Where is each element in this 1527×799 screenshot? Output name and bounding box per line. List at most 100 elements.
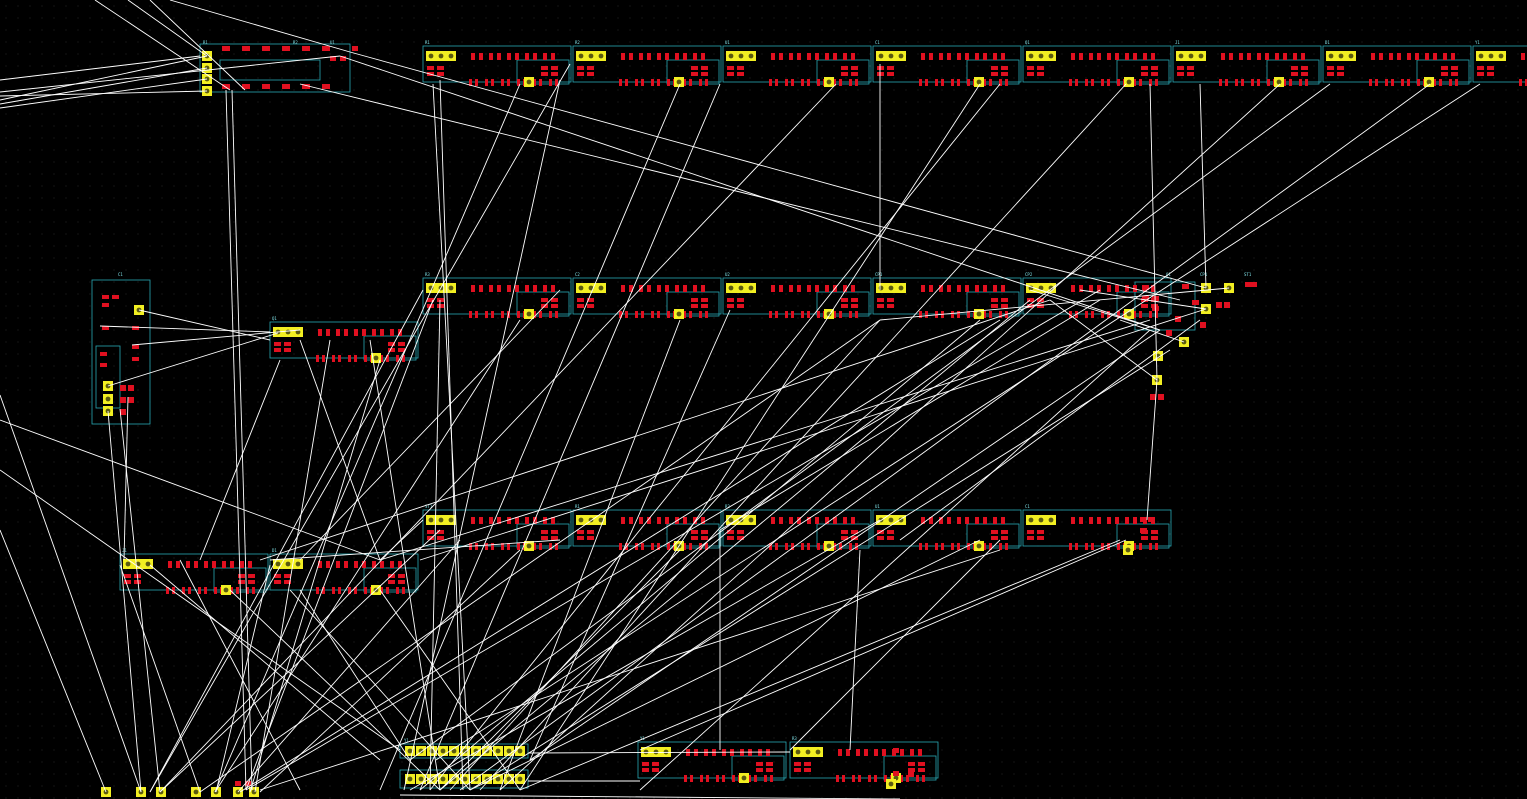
smd-pad[interactable] xyxy=(789,285,793,292)
smd-pad[interactable] xyxy=(240,561,244,568)
smd-pad[interactable] xyxy=(1079,53,1083,60)
smd-pad[interactable] xyxy=(1079,285,1083,292)
smd-pad[interactable] xyxy=(471,285,475,292)
smd-pad[interactable] xyxy=(1371,53,1375,60)
smd-pad[interactable] xyxy=(868,775,871,782)
smd-pad[interactable] xyxy=(1115,285,1119,292)
smd-pad[interactable] xyxy=(882,749,886,756)
smd-pad[interactable] xyxy=(983,543,986,550)
smd-pad[interactable] xyxy=(855,79,858,86)
smd-pad[interactable] xyxy=(887,72,894,76)
smd-pad[interactable] xyxy=(322,46,330,51)
smd-pad[interactable] xyxy=(983,517,987,524)
smd-pad[interactable] xyxy=(1451,53,1455,60)
smd-pad[interactable] xyxy=(120,397,126,403)
smd-pad[interactable] xyxy=(539,79,542,86)
smd-pad[interactable] xyxy=(1229,53,1233,60)
smd-pad[interactable] xyxy=(364,355,367,362)
smd-pad[interactable] xyxy=(842,775,845,782)
smd-pad[interactable] xyxy=(348,355,351,362)
smd-pad[interactable] xyxy=(665,285,669,292)
smd-pad[interactable] xyxy=(791,311,794,318)
smd-pad[interactable] xyxy=(222,561,226,568)
smd-pad[interactable] xyxy=(619,543,622,550)
smd-pad[interactable] xyxy=(1487,72,1494,76)
smd-pad[interactable] xyxy=(737,304,744,308)
smd-pad[interactable] xyxy=(748,775,751,782)
smd-pad[interactable] xyxy=(1149,79,1152,86)
smd-pad[interactable] xyxy=(1133,517,1137,524)
smd-pad[interactable] xyxy=(770,775,773,782)
smd-pad[interactable] xyxy=(577,304,584,308)
smd-pad[interactable] xyxy=(849,79,852,86)
smd-pad[interactable] xyxy=(194,561,198,568)
smd-pad[interactable] xyxy=(479,53,483,60)
smd-pad[interactable] xyxy=(935,543,938,550)
smd-pad[interactable] xyxy=(475,311,478,318)
smd-pad[interactable] xyxy=(642,762,649,766)
smd-pad[interactable] xyxy=(120,385,126,391)
smd-pad[interactable] xyxy=(825,53,829,60)
smd-pad[interactable] xyxy=(657,311,660,318)
smd-pad[interactable] xyxy=(100,352,107,356)
smd-pad[interactable] xyxy=(639,517,643,524)
smd-pad[interactable] xyxy=(843,517,847,524)
smd-pad[interactable] xyxy=(916,775,919,782)
smd-pad[interactable] xyxy=(785,79,788,86)
smd-pad[interactable] xyxy=(1139,543,1142,550)
smd-pad[interactable] xyxy=(791,79,794,86)
smd-pad[interactable] xyxy=(877,536,884,540)
smd-pad[interactable] xyxy=(851,530,858,534)
smd-pad[interactable] xyxy=(651,79,654,86)
smd-pad[interactable] xyxy=(497,285,501,292)
smd-pad[interactable] xyxy=(807,53,811,60)
smd-pad[interactable] xyxy=(807,285,811,292)
smd-pad[interactable] xyxy=(577,66,584,70)
smd-pad[interactable] xyxy=(797,53,801,60)
smd-pad[interactable] xyxy=(1158,394,1164,400)
smd-pad[interactable] xyxy=(683,543,686,550)
smd-pad[interactable] xyxy=(354,329,358,336)
smd-pad[interactable] xyxy=(587,536,594,540)
smd-pad[interactable] xyxy=(675,53,679,60)
smd-pad[interactable] xyxy=(833,517,837,524)
smd-pad[interactable] xyxy=(1141,304,1148,308)
smd-pad[interactable] xyxy=(1391,79,1394,86)
smd-pad[interactable] xyxy=(1071,517,1075,524)
smd-pad[interactable] xyxy=(204,561,208,568)
smd-pad[interactable] xyxy=(699,311,702,318)
smd-pad[interactable] xyxy=(1037,530,1044,534)
smd-pad[interactable] xyxy=(1097,517,1101,524)
smd-pad[interactable] xyxy=(551,304,558,308)
smd-pad[interactable] xyxy=(248,561,252,568)
smd-pad[interactable] xyxy=(706,775,709,782)
smd-pad[interactable] xyxy=(427,298,434,302)
smd-pad[interactable] xyxy=(517,543,520,550)
smd-pad[interactable] xyxy=(737,72,744,76)
smd-pad[interactable] xyxy=(991,72,998,76)
smd-pad[interactable] xyxy=(754,775,757,782)
smd-pad[interactable] xyxy=(1151,72,1158,76)
smd-pad[interactable] xyxy=(951,79,954,86)
smd-pad[interactable] xyxy=(489,517,493,524)
smd-pad[interactable] xyxy=(525,53,529,60)
smd-pad[interactable] xyxy=(587,72,594,76)
smd-pad[interactable] xyxy=(1125,53,1129,60)
smd-pad[interactable] xyxy=(989,543,992,550)
smd-pad[interactable] xyxy=(1149,543,1152,550)
smd-pad[interactable] xyxy=(543,285,547,292)
smd-pad[interactable] xyxy=(851,304,858,308)
smd-pad[interactable] xyxy=(991,298,998,302)
smd-pad[interactable] xyxy=(541,536,548,540)
smd-pad[interactable] xyxy=(1275,53,1279,60)
smd-pad[interactable] xyxy=(804,762,811,766)
smd-pad[interactable] xyxy=(957,311,960,318)
smd-pad[interactable] xyxy=(1107,543,1110,550)
smd-pad[interactable] xyxy=(1027,530,1034,534)
smd-pad[interactable] xyxy=(965,53,969,60)
smd-pad[interactable] xyxy=(380,561,384,568)
smd-pad[interactable] xyxy=(983,53,987,60)
smd-pad[interactable] xyxy=(555,79,558,86)
smd-pad[interactable] xyxy=(957,79,960,86)
smd-pad[interactable] xyxy=(1037,298,1044,302)
